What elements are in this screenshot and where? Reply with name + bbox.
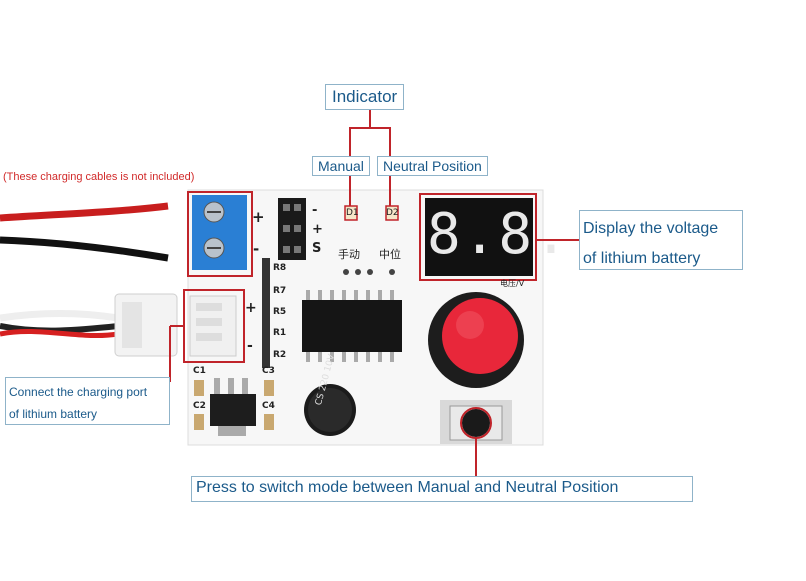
- display-callout-line2: of lithium battery: [583, 250, 701, 267]
- screw-terminal: [192, 195, 247, 270]
- servo-header: [278, 198, 306, 260]
- display-callout-line1: Display the voltage: [583, 220, 719, 237]
- label-d1: D1: [346, 208, 359, 218]
- label-r5: R5: [273, 307, 287, 317]
- resistor-column: [262, 258, 270, 368]
- seven-segment-display: [425, 198, 533, 276]
- capacitor-c4: [264, 414, 274, 430]
- label-d2: D2: [386, 208, 399, 218]
- terminal-highlight: [187, 191, 253, 277]
- manual-callout: Manual: [312, 156, 370, 176]
- ic-chip: [302, 290, 402, 362]
- terminal-plus: +: [252, 208, 265, 226]
- socket-plus: +: [245, 300, 257, 316]
- cables-note: (These charging cables is not included): [3, 171, 195, 183]
- socket-minus: -: [247, 338, 253, 354]
- push-button: [440, 400, 512, 444]
- header-s: S: [312, 241, 322, 256]
- header-minus: -: [312, 203, 318, 218]
- indicator-callout: Indicator: [325, 84, 405, 110]
- display-digits: 8.8.: [427, 202, 570, 267]
- label-r7: R7: [273, 286, 287, 296]
- label-neutral-cn: 中位: [379, 248, 401, 261]
- charging-cables: [0, 202, 169, 339]
- connect-callout-line2: of lithium battery: [9, 407, 98, 421]
- connect-callout: Connect the charging port of lithium bat…: [5, 377, 170, 425]
- terminal-minus: -: [253, 240, 260, 258]
- led-d2: [385, 205, 399, 221]
- label-c1: C1: [193, 366, 206, 376]
- capacitor-c2: [194, 414, 204, 430]
- label-c4: C4: [262, 401, 275, 411]
- display-highlight: [419, 193, 537, 281]
- label-voltage-cn: 电压/V: [500, 279, 525, 288]
- label-r2: R2: [273, 350, 287, 360]
- connect-callout-line1: Connect the charging port: [9, 385, 148, 399]
- capacitor-c1: [194, 380, 204, 396]
- electrolytic-capacitor: [304, 384, 356, 436]
- potentiometer-knob: [428, 292, 524, 388]
- capacitor-c3: [264, 380, 274, 396]
- voltage-regulator: [210, 378, 256, 436]
- label-r1: R1: [273, 328, 287, 338]
- label-r8: R8: [273, 263, 287, 273]
- label-c3: C3: [262, 366, 275, 376]
- header-plus: +: [312, 222, 323, 237]
- press-callout: Press to switch mode between Manual and …: [191, 476, 693, 502]
- display-callout: Display the voltage of lithium battery: [579, 210, 743, 270]
- label-c2: C2: [193, 401, 206, 411]
- neutral-callout: Neutral Position: [377, 156, 488, 176]
- label-manual-cn: 手动: [338, 248, 360, 261]
